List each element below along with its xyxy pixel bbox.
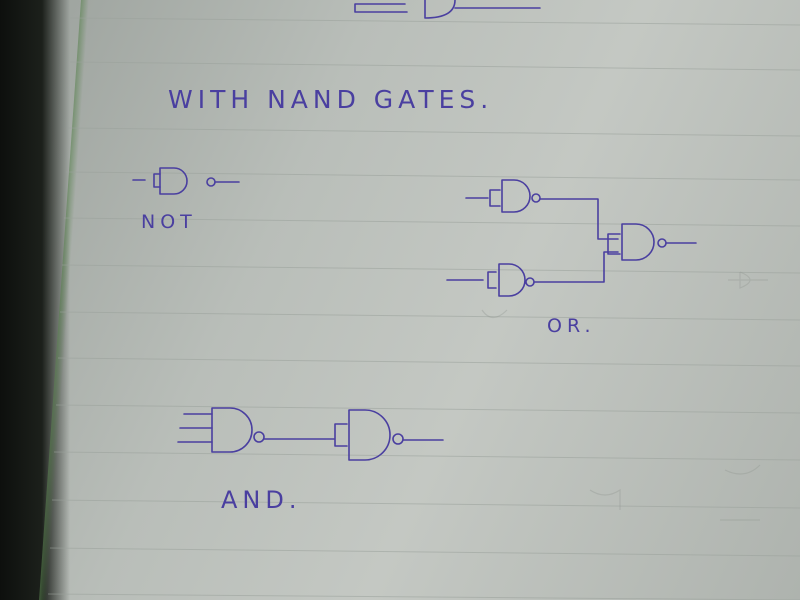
show-through-marks [481, 271, 768, 521]
or-gate-diagram [446, 179, 697, 297]
not-label: NOT [141, 211, 197, 233]
or-label: OR. [547, 315, 596, 337]
not-gate-diagram [132, 167, 240, 195]
page-title: WITH NAND GATES. [168, 85, 493, 114]
top-partial-gate [354, 0, 541, 19]
and-gate-diagram [177, 407, 444, 461]
ruled-lines [47, 17, 800, 600]
and-label: AND. [221, 486, 301, 514]
